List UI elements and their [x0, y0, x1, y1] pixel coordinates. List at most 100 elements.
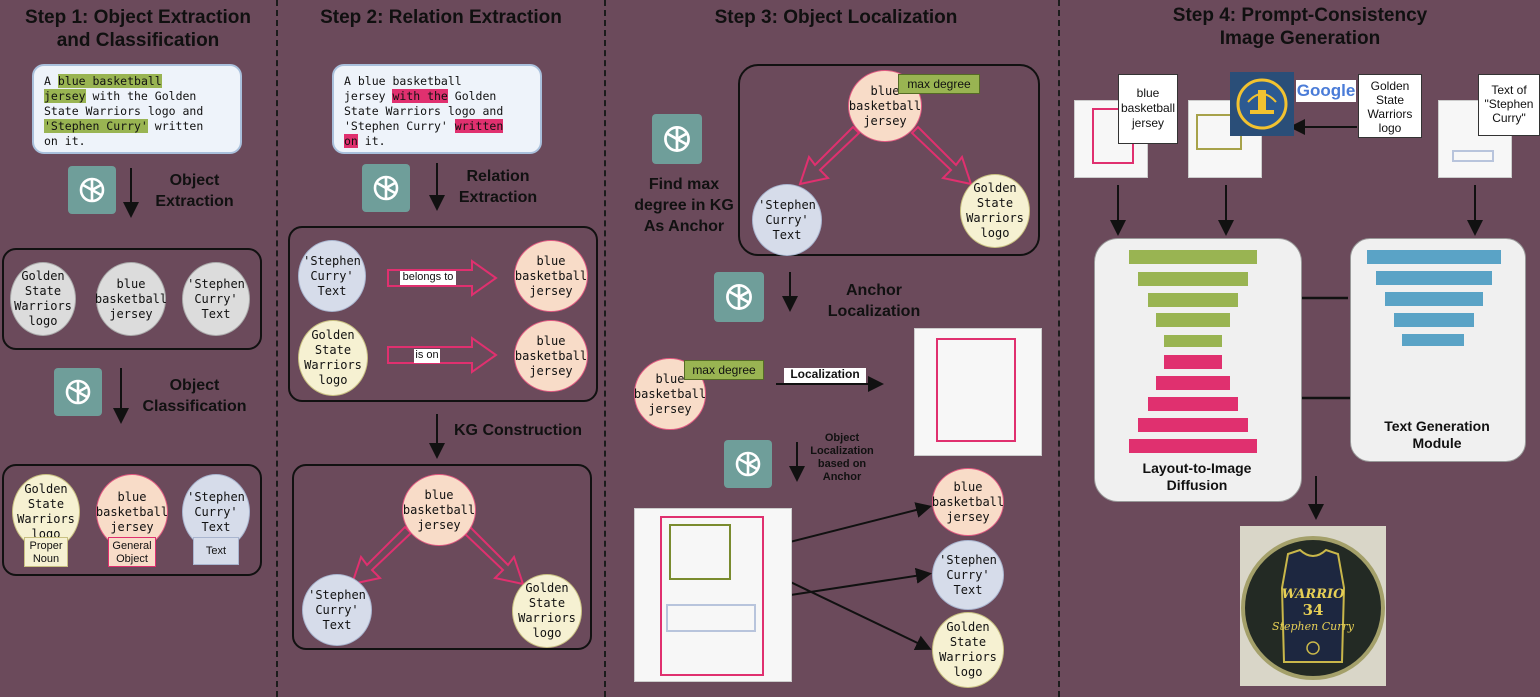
google-logo: Google [1296, 80, 1356, 102]
divider-2 [604, 0, 606, 697]
step3-title: Step 3: Object Localization [714, 7, 958, 28]
highlight-relation: written [454, 119, 504, 133]
divider-1 [276, 0, 278, 697]
openai-icon [68, 166, 116, 214]
step1-title: Step 1: Object Extraction and Classifica… [25, 7, 251, 51]
node-gsw: Golden State Warriors logo [960, 174, 1030, 248]
textgen-bar [1402, 334, 1464, 346]
openai-icon [714, 272, 764, 322]
label-layout-to-image: Layout-to-Image Diffusion [1142, 460, 1252, 493]
node-gsw: Golden State Warriors logo [512, 574, 582, 648]
relation-arrow-ison [387, 336, 498, 374]
node-jersey: blue basketball jersey [95, 262, 167, 336]
unet-bar-pink [1129, 439, 1257, 453]
node-jersey: blue basketball jersey [514, 240, 588, 312]
relation-arrow-belongs [387, 259, 498, 297]
google-text: Google [1296, 81, 1356, 100]
prompt-text: A blue basketball jersey [344, 74, 462, 103]
openai-icon [54, 368, 102, 416]
node-curry: 'Stephen Curry' Text [302, 574, 372, 646]
anchor-layout-panel [914, 328, 1042, 456]
step2-title: Step 2: Relation Extraction [320, 7, 562, 28]
step1-classes-box [2, 464, 262, 576]
label-relation-extraction: Relation Extraction [458, 168, 538, 206]
layout-gsw-box [669, 524, 731, 580]
step1-prompt: A blue basketball jersey with the Golden… [32, 64, 242, 154]
unet-bar-green [1164, 335, 1222, 347]
step4-title: Step 4: Prompt-Consistency Image Generat… [1172, 5, 1428, 49]
layout-jersey-box [660, 516, 764, 676]
node-curry: 'Stephen Curry' Text [182, 262, 250, 336]
jersey-print-name: Stephen Curry [1272, 620, 1355, 633]
label-text-generation: Text Generation Module [1384, 418, 1490, 451]
prompt-text: it. [357, 134, 386, 148]
node-jersey: blue basketball jersey [402, 474, 476, 546]
node-jersey: blue basketball jersey [514, 320, 588, 392]
card-gsw: Golden State Warriors logo [1358, 74, 1422, 138]
unet-bar-pink [1148, 397, 1238, 411]
prompt-text: A [44, 74, 58, 88]
label-anchor-localization: Anchor Localization [827, 282, 921, 320]
prompt-text: and [182, 104, 204, 118]
divider-3 [1058, 0, 1060, 697]
highlight-relation: on [344, 134, 358, 148]
textgen-bar [1376, 271, 1492, 285]
prompt-text: with the [85, 89, 155, 103]
label-kg-construction: KG Construction [454, 422, 582, 439]
node-curry: 'Stephen Curry' Text [932, 540, 1004, 610]
prompt-text: written on it. [44, 119, 204, 148]
textgen-bar [1367, 250, 1501, 264]
prompt-text: Golden State Warriors logo and 'Stephen … [344, 89, 504, 133]
class-general-object: General Object [108, 537, 156, 567]
openai-icon [362, 164, 410, 212]
kg-arrow-right-step2 [462, 525, 525, 586]
relation-belongs-to: belongs to [400, 271, 456, 285]
unet-bar-pink [1164, 355, 1222, 369]
node-gsw: Golden State Warriors logo [932, 612, 1004, 688]
layout-curry-box [666, 604, 756, 632]
node-curry: 'Stephen Curry' Text [752, 184, 822, 256]
step2-prompt: A blue basketball jersey with the Golden… [332, 64, 542, 154]
unet-bar-green [1156, 313, 1230, 327]
step1-objects-box [2, 248, 262, 350]
openai-icon [652, 114, 702, 164]
highlight-relation: with the [392, 89, 448, 103]
generated-jersey-image: WARRIO 34 Stephen Curry [1240, 526, 1386, 686]
tag-max-degree: max degree [898, 74, 980, 94]
step2-relations-box [288, 226, 598, 402]
anchor-jersey-box [936, 338, 1016, 442]
label-object-extraction: Object Extraction [155, 172, 234, 210]
highlight-jersey: blue basketball [57, 74, 162, 88]
node-gsw: Golden State Warriors logo [10, 262, 76, 336]
unet-bar-green [1148, 293, 1238, 307]
jersey-print-team: WARRIO [1282, 587, 1346, 602]
node-gsw: Golden State Warriors logo [298, 320, 368, 396]
kg-arrow-right-step3 [910, 125, 973, 186]
node-jersey: blue basketball jersey [634, 358, 706, 430]
label-object-localization-anchor: Object Localization based on Anchor [810, 432, 874, 483]
node-curry: 'Stephen Curry' Text [298, 240, 366, 312]
class-text: Text [193, 537, 239, 565]
unet-bar-green [1129, 250, 1257, 264]
highlight-curry: 'Stephen Curry' [44, 119, 148, 133]
prompt-text: Golden State Warriors logo [44, 89, 197, 118]
highlight-jersey: jersey [44, 89, 86, 103]
relation-is-on: is on [414, 349, 440, 363]
unet-bar-pink [1156, 376, 1230, 390]
unet-bar-green [1138, 272, 1248, 286]
label-object-classification: Object Classification [142, 377, 247, 415]
card-jersey: blue basketball jersey [1118, 74, 1178, 144]
kg-arrow-left-step3 [798, 125, 861, 186]
class-proper-noun: Proper Noun [24, 537, 68, 567]
openai-icon [724, 440, 772, 488]
kg-arrow-left-step2 [350, 525, 413, 586]
tag-max-degree: max degree [684, 360, 764, 380]
step3-kg-box [738, 64, 1040, 256]
jersey-print-number: 34 [1303, 601, 1324, 619]
node-jersey: blue basketball jersey [932, 468, 1004, 536]
textgen-bar [1394, 313, 1474, 327]
step2-kg-box [292, 464, 592, 650]
label-localization: Localization [784, 368, 866, 383]
thumb-text-box [1452, 150, 1494, 162]
warriors-logo-image [1230, 72, 1294, 136]
